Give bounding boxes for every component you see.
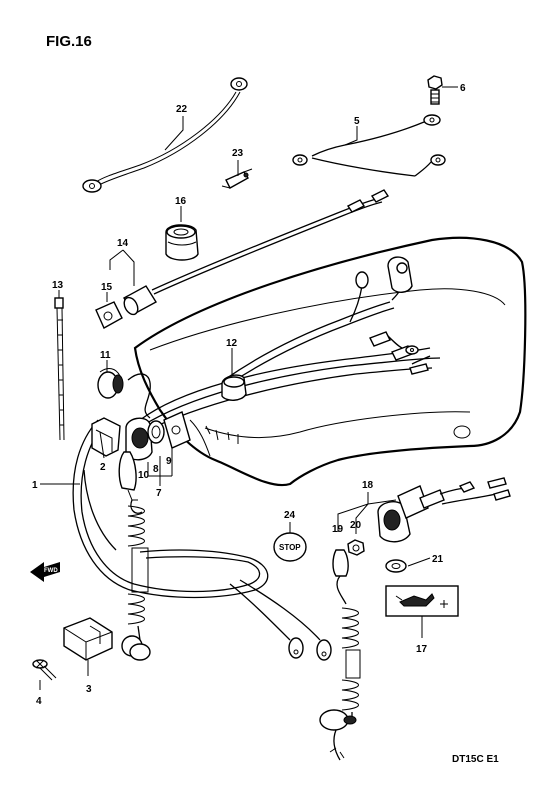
part-6-bolt bbox=[427, 75, 443, 105]
callout-11: 11 bbox=[100, 350, 111, 361]
callout-1: 1 bbox=[32, 480, 38, 491]
figure-title: FIG.16 bbox=[46, 33, 92, 50]
main-wiring-harness bbox=[72, 256, 441, 661]
part-22-ground-lead bbox=[82, 77, 248, 193]
part-17-oil-label-plate bbox=[385, 585, 459, 617]
callout-15: 15 bbox=[101, 282, 113, 293]
callout-23: 23 bbox=[232, 148, 244, 159]
figure-code: DT15C E1 bbox=[452, 754, 499, 765]
callout-9: 9 bbox=[166, 456, 172, 467]
engine-cover bbox=[133, 236, 527, 487]
part-14-15-switch-lead bbox=[95, 189, 390, 329]
callout-2: 2 bbox=[100, 462, 106, 473]
callout-7: 7 bbox=[156, 488, 162, 499]
callout-10: 10 bbox=[138, 470, 150, 481]
callout-12: 12 bbox=[226, 338, 238, 349]
part-19-right-lanyard bbox=[319, 549, 361, 761]
part-11-rubber-cap bbox=[97, 368, 124, 399]
part-3-clamp bbox=[63, 617, 113, 661]
callout-19: 19 bbox=[332, 524, 344, 535]
callout-22: 22 bbox=[176, 104, 188, 115]
callout-14: 14 bbox=[117, 238, 129, 249]
callout-20: 20 bbox=[350, 520, 362, 531]
part-24-stop-plate: STOP bbox=[273, 532, 307, 562]
callout-4: 4 bbox=[36, 696, 42, 707]
part-5-twin-lead bbox=[292, 114, 446, 177]
part-23-connector-pin bbox=[221, 168, 253, 189]
callout-13: 13 bbox=[52, 280, 64, 291]
callout-18: 18 bbox=[362, 480, 374, 491]
part-16-grommet bbox=[165, 224, 199, 261]
callout-8: 8 bbox=[153, 464, 159, 475]
part-20-nut bbox=[347, 539, 365, 556]
callout-6: 6 bbox=[460, 83, 466, 94]
fwd-label: FWD bbox=[44, 568, 58, 574]
leader-lines bbox=[39, 86, 458, 690]
callout-16: 16 bbox=[175, 196, 187, 207]
callout-5: 5 bbox=[354, 116, 360, 127]
callout-3: 3 bbox=[86, 684, 92, 695]
callout-labels: 1 2 3 4 5 6 7 8 9 10 11 12 13 14 15 16 1… bbox=[32, 83, 466, 707]
part-18-switch bbox=[377, 477, 511, 543]
part-13-cable-tie bbox=[54, 297, 65, 441]
callout-17: 17 bbox=[416, 644, 428, 655]
part-21-washer bbox=[385, 559, 407, 573]
callout-24: 24 bbox=[284, 510, 296, 521]
callout-21: 21 bbox=[432, 554, 444, 565]
stop-label: STOP bbox=[279, 543, 301, 552]
part-4-screw bbox=[32, 659, 57, 681]
left-lanyard-coil bbox=[121, 499, 151, 661]
fwd-direction-arrow: FWD bbox=[30, 562, 60, 582]
part-2-7-10-switch-assembly bbox=[91, 411, 191, 501]
